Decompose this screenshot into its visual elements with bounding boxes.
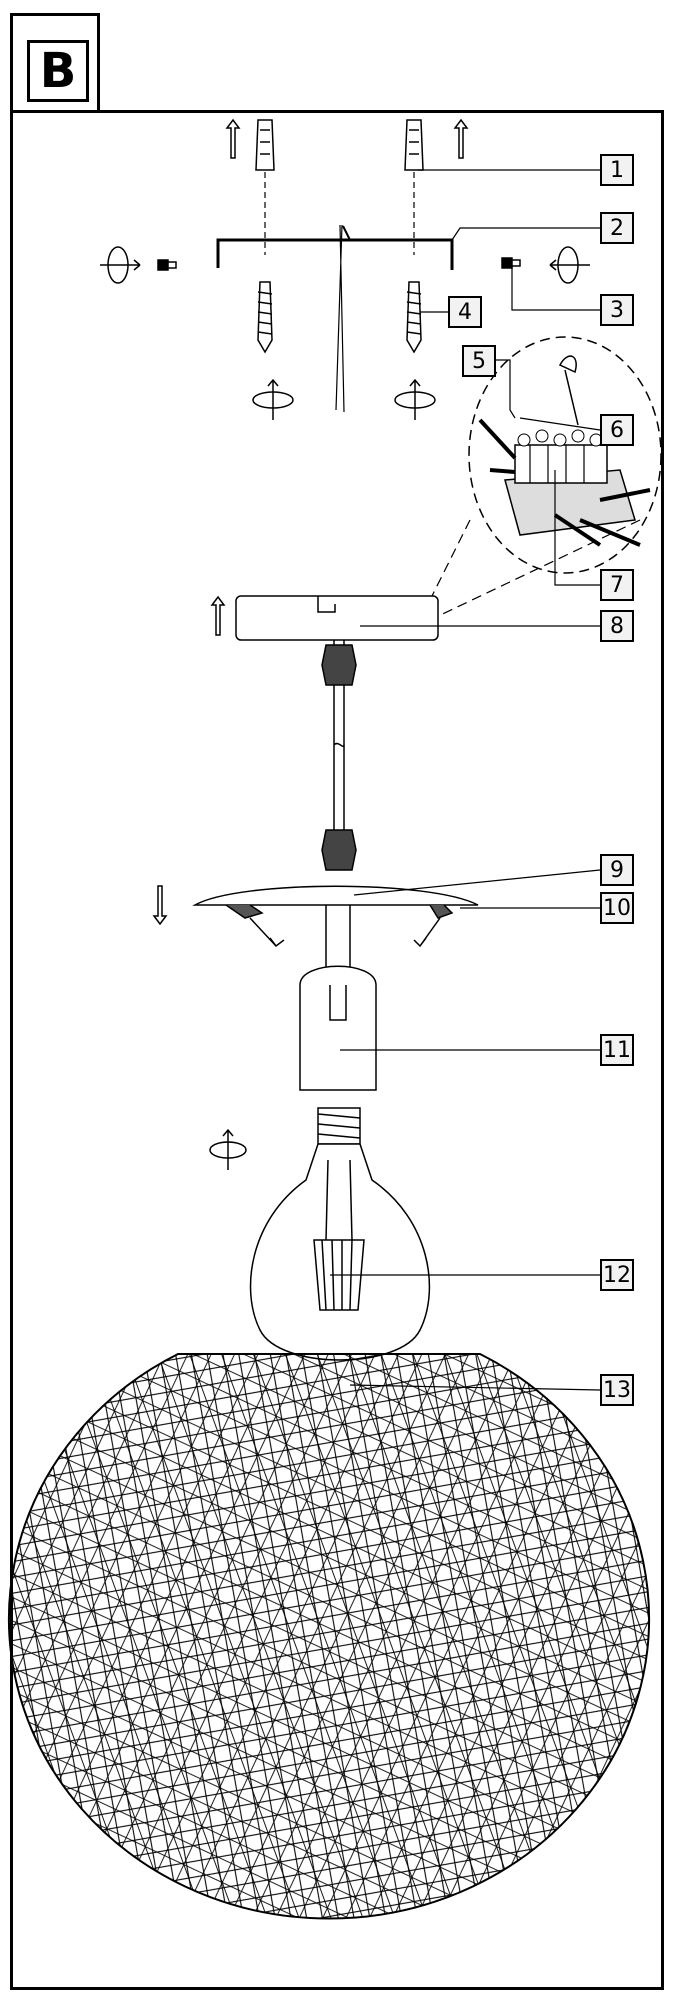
callout-7: 7	[600, 569, 634, 601]
callout-1: 1	[600, 154, 634, 186]
callout-5: 5	[462, 345, 496, 377]
light-bulb-icon	[249, 1107, 431, 1361]
wall-plug-icon	[255, 119, 424, 171]
callout-13: 13	[600, 1374, 634, 1406]
lamp-holder-icon	[299, 905, 377, 1091]
long-screw-icon	[257, 281, 422, 354]
section-label: B	[27, 40, 89, 102]
callout-2: 2	[600, 212, 634, 244]
section-tab: B	[10, 13, 100, 113]
callout-8: 8	[600, 610, 634, 642]
pendant-cable-icon	[321, 640, 357, 871]
rotate-arrow-icon	[100, 246, 590, 1170]
callout-4: 4	[448, 296, 482, 328]
screw-icon	[157, 257, 521, 271]
lamp-cap-icon	[194, 885, 479, 948]
down-arrow-icon	[152, 885, 168, 926]
callout-10: 10	[600, 892, 634, 924]
callout-12: 12	[600, 1259, 634, 1291]
callout-6: 6	[600, 414, 634, 446]
callout-11: 11	[600, 1034, 634, 1066]
mounting-bracket-icon	[216, 225, 454, 270]
up-arrow-icon	[210, 118, 469, 636]
terminal-block-detail	[419, 336, 662, 621]
ceiling-canopy-icon	[235, 595, 439, 641]
wire-globe-shade-icon	[8, 1353, 650, 1920]
leader-lines	[330, 169, 601, 1391]
callout-9: 9	[600, 854, 634, 886]
callout-3: 3	[600, 294, 634, 326]
